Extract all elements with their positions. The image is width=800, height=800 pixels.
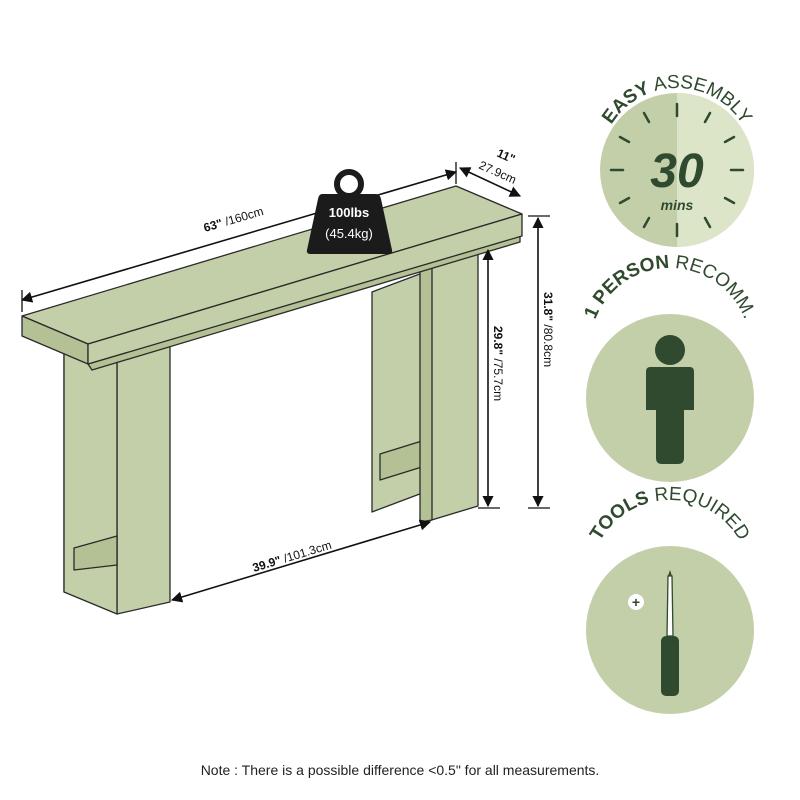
height-total-imperial: 31.8" <box>541 292 555 321</box>
badge-one-person: 1 PERSON RECOMM. <box>580 252 760 482</box>
front-leg-left-front <box>116 339 171 615</box>
height-clear-imperial: 29.8" <box>491 326 505 355</box>
weight-secondary: (45.4kg) <box>325 226 373 241</box>
depth-imperial: 11" <box>495 146 517 166</box>
badge-tools-required: TOOLS REQUIRED + <box>586 484 754 714</box>
person-title: 1 PERSON RECOMM. <box>580 252 759 322</box>
measurement-note: Note : There is a possible difference <0… <box>200 762 600 778</box>
dimension-inner-width: 39.9" /101.3cm <box>170 519 432 603</box>
height-total-metric: /80.8cm <box>541 324 555 367</box>
plus-icon: + <box>628 594 644 610</box>
screwdriver-icon <box>661 570 679 696</box>
tools-title: TOOLS REQUIRED <box>586 484 753 544</box>
length-metric: /160cm <box>223 204 265 229</box>
person-icon <box>646 335 694 464</box>
svg-text:39.9" /101.3cm: 39.9" /101.3cm <box>251 538 333 575</box>
tools-title-light: REQUIRED <box>654 484 754 544</box>
console-table <box>21 185 523 615</box>
person-title-bold: 1 PERSON <box>580 252 670 322</box>
person-title-light: RECOMM. <box>674 252 760 322</box>
front-leg-right-side <box>419 261 433 523</box>
weight-primary: 100lbs <box>329 205 369 220</box>
badge-easy-assembly: EASY ASSEMBLY 30 mins <box>598 72 756 247</box>
dimension-depth: 11" 27.9cm <box>458 146 522 197</box>
clock-icon <box>600 93 754 247</box>
dimension-height-clear: 29.8" /75.7cm <box>478 248 505 509</box>
tools-title-bold: TOOLS <box>586 487 651 544</box>
svg-text:63" /160cm: 63" /160cm <box>202 204 265 235</box>
svg-text:31.8" /80.8cm: 31.8" /80.8cm <box>541 292 555 367</box>
front-leg-right-front <box>424 243 479 523</box>
length-imperial: 63" <box>202 216 224 235</box>
front-leg-left-side <box>63 351 118 615</box>
front-leg-left-shelf <box>73 535 118 571</box>
assembly-unit: mins <box>661 197 694 213</box>
svg-text:+: + <box>632 594 640 610</box>
svg-text:29.8" /75.7cm: 29.8" /75.7cm <box>491 326 505 401</box>
weight-capacity: 100lbs (45.4kg) <box>306 169 393 254</box>
inner-width-metric: /101.3cm <box>282 538 333 566</box>
height-clear-metric: /75.7cm <box>491 358 505 401</box>
assembly-minutes: 30 <box>650 145 704 198</box>
dimension-height-total: 31.8" /80.8cm <box>528 215 555 509</box>
weight-icon <box>306 194 393 254</box>
